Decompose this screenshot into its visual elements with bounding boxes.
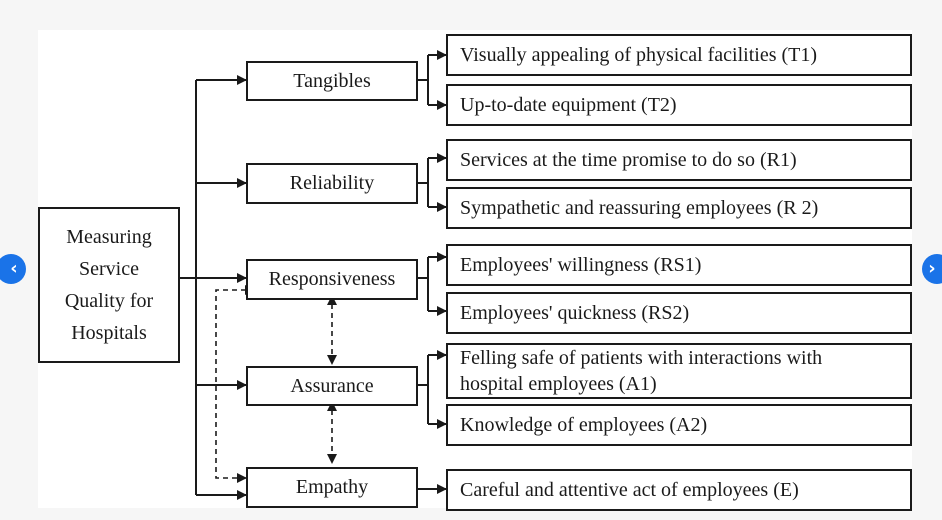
- root-line-4: Hospitals: [71, 322, 147, 344]
- item-box-e: Careful and attentive act of employees (…: [446, 469, 912, 511]
- item-text: Visually appealing of physical facilitie…: [460, 44, 818, 66]
- chevron-left-icon: ‹: [10, 258, 18, 279]
- dimension-label: Assurance: [290, 374, 374, 397]
- item-box-rs2: Employees' quickness (RS2): [446, 292, 912, 334]
- root-box: Measuring Service Quality for Hospitals: [38, 207, 180, 363]
- item-text: Up-to-date equipment (T2): [460, 94, 677, 116]
- root-line-2: Service: [79, 258, 139, 280]
- previous-slide-button[interactable]: ‹: [0, 254, 26, 284]
- item-box-r1: Services at the time promise to do so (R…: [446, 139, 912, 181]
- item-box-rs1: Employees' willingness (RS1): [446, 244, 912, 286]
- dimension-label: Tangibles: [293, 69, 371, 92]
- dimension-box-tangibles: Tangibles: [246, 61, 418, 101]
- item-text: Employees' willingness (RS1): [460, 254, 702, 276]
- dimension-box-reliability: Reliability: [246, 163, 418, 204]
- item-box-t2: Up-to-date equipment (T2): [446, 84, 912, 126]
- item-box-r2: Sympathetic and reassuring employees (R …: [446, 187, 912, 229]
- chevron-right-icon: ›: [928, 258, 936, 279]
- item-text: Services at the time promise to do so (R…: [460, 149, 797, 171]
- item-text-line-2: hospital employees (A1): [460, 373, 657, 395]
- dimension-box-empathy: Empathy: [246, 467, 418, 508]
- root-line-1: Measuring: [66, 226, 152, 248]
- item-text: Knowledge of employees (A2): [460, 414, 708, 436]
- item-box-a1: Felling safe of patients with interactio…: [446, 343, 912, 399]
- dimension-box-assurance: Assurance: [246, 366, 418, 406]
- item-text: Careful and attentive act of employees (…: [460, 479, 799, 501]
- dimension-box-responsiveness: Responsiveness: [246, 259, 418, 300]
- root-line-3: Quality for: [64, 290, 154, 312]
- item-text: Sympathetic and reassuring employees (R …: [460, 197, 819, 219]
- item-box-t1: Visually appealing of physical facilitie…: [446, 34, 912, 76]
- item-box-a2: Knowledge of employees (A2): [446, 404, 912, 446]
- dimension-label: Reliability: [289, 172, 375, 194]
- item-text-line-1: Felling safe of patients with interactio…: [460, 347, 823, 369]
- dimension-label: Empathy: [295, 476, 369, 498]
- next-slide-button[interactable]: ›: [922, 254, 942, 284]
- item-text: Employees' quickness (RS2): [460, 302, 690, 324]
- dimension-label: Responsiveness: [268, 268, 396, 290]
